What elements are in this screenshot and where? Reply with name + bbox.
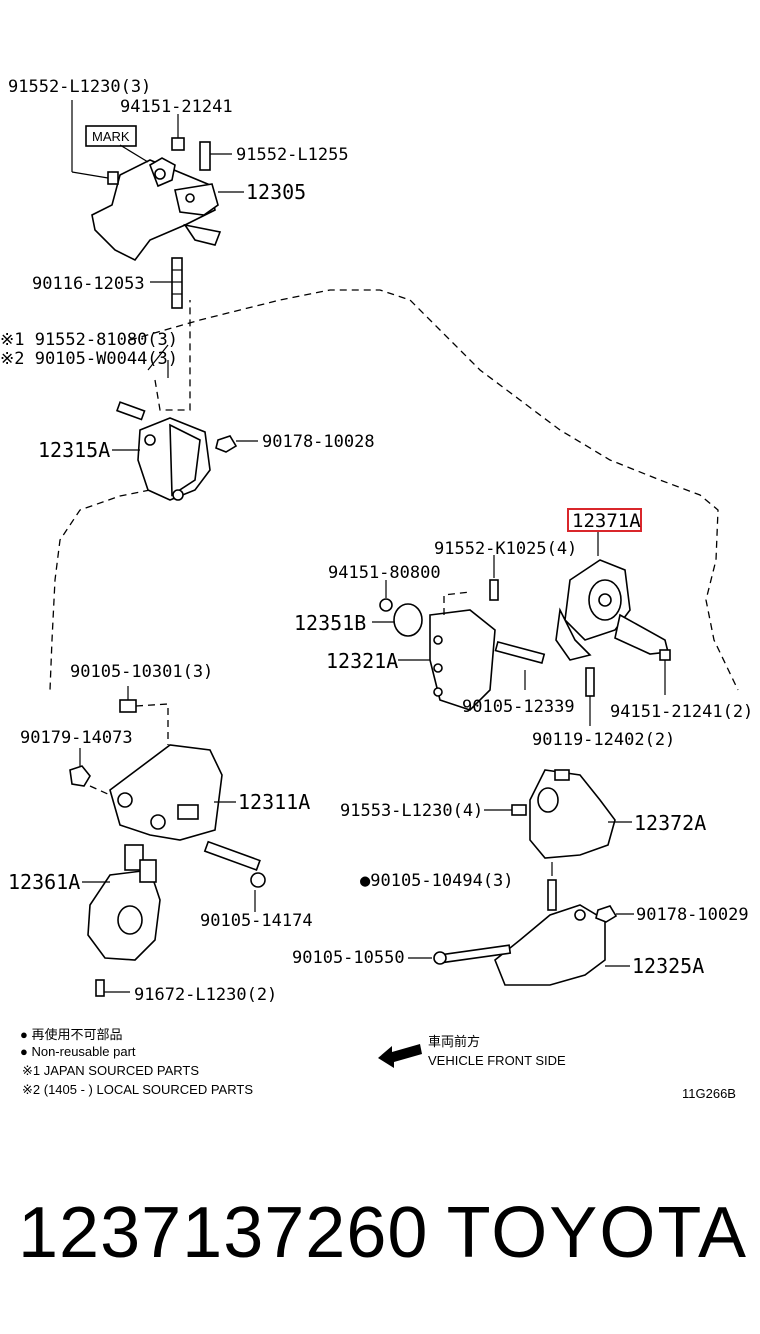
label-90116-12053: 90116-12053 bbox=[32, 274, 145, 294]
label-90178-10029: 90178-10029 bbox=[636, 905, 749, 925]
label-12305: 12305 bbox=[246, 180, 306, 204]
label-94151-21241-2: 94151-21241(2) bbox=[610, 702, 753, 722]
label-12321A: 12321A bbox=[326, 649, 398, 673]
label-90178-10028: 90178-10028 bbox=[262, 432, 375, 452]
figure-code: 11G266B bbox=[682, 1086, 736, 1101]
bracket-12321A bbox=[379, 579, 546, 711]
label-12371A: 12371A bbox=[572, 510, 641, 532]
label-12351B: 12351B bbox=[294, 611, 366, 635]
direction-jp: 車両前方 bbox=[428, 1034, 480, 1049]
label-12372A: 12372A bbox=[634, 811, 706, 835]
label-90105-10494: ●90105-10494(3) bbox=[360, 871, 514, 891]
label-90105-W0044: ※2 90105-W0044(3) bbox=[0, 349, 178, 369]
label-91552-K1025: 91552-K1025(4) bbox=[434, 539, 577, 559]
engine-mount-12305 bbox=[85, 125, 222, 309]
label-91552-L1255: 91552-L1255 bbox=[236, 145, 349, 165]
highlight-box-12371A bbox=[567, 508, 642, 532]
label-mark: MARK bbox=[92, 129, 130, 144]
legend-note-2: ※2 (1405 - ) LOCAL SOURCED PARTS bbox=[22, 1082, 253, 1097]
engine-outline bbox=[129, 289, 739, 691]
front-arrow-icon bbox=[378, 1044, 422, 1068]
legend-note-1: ※1 JAPAN SOURCED PARTS bbox=[22, 1063, 199, 1078]
label-94151-21241: 94151-21241 bbox=[120, 97, 233, 117]
label-12361A: 12361A bbox=[8, 870, 80, 894]
parts-diagram: 91552-L1230(3) 94151-21241 MARK 91552-L1… bbox=[0, 77, 753, 1101]
legend-nonreuse-en: ● Non-reusable part bbox=[20, 1044, 136, 1059]
label-12325A: 12325A bbox=[632, 954, 704, 978]
label-12311A: 12311A bbox=[238, 790, 310, 814]
engine-outline-left bbox=[49, 489, 151, 691]
label-90105-10550: 90105-10550 bbox=[292, 948, 405, 968]
label-90179-14073: 90179-14073 bbox=[20, 728, 133, 748]
label-91672-L1230: 91672-L1230(2) bbox=[134, 985, 277, 1005]
label-90105-10301: 90105-10301(3) bbox=[70, 662, 213, 682]
label-12315A: 12315A bbox=[38, 438, 110, 462]
label-91553-L1230: 91553-L1230(4) bbox=[340, 801, 483, 821]
label-90119-12402: 90119-12402(2) bbox=[532, 730, 675, 750]
bracket-12325A bbox=[433, 879, 618, 986]
label-90105-12339: 90105-12339 bbox=[462, 697, 575, 717]
part-number: 1237137260 bbox=[18, 1193, 429, 1273]
mount-12372A bbox=[511, 769, 616, 859]
mount-12361A bbox=[87, 844, 161, 997]
bracket-12311A bbox=[69, 699, 266, 888]
direction-en: VEHICLE FRONT SIDE bbox=[428, 1053, 566, 1068]
engine-outline-connect bbox=[154, 300, 191, 411]
bracket-12315A bbox=[115, 401, 238, 501]
brand-name: TOYOTA bbox=[446, 1193, 748, 1273]
label-91552-81080: ※1 91552-81080(3) bbox=[0, 330, 178, 350]
product-footer: 1237137260 TOYOTA bbox=[18, 1190, 748, 1280]
label-90105-14174: 90105-14174 bbox=[200, 911, 313, 931]
mount-12371A bbox=[555, 559, 671, 697]
label-91552-L1230: 91552-L1230(3) bbox=[8, 77, 151, 97]
label-94151-80800: 94151-80800 bbox=[328, 563, 441, 583]
legend-nonreuse-jp: ● 再使用不可部品 bbox=[20, 1027, 122, 1042]
